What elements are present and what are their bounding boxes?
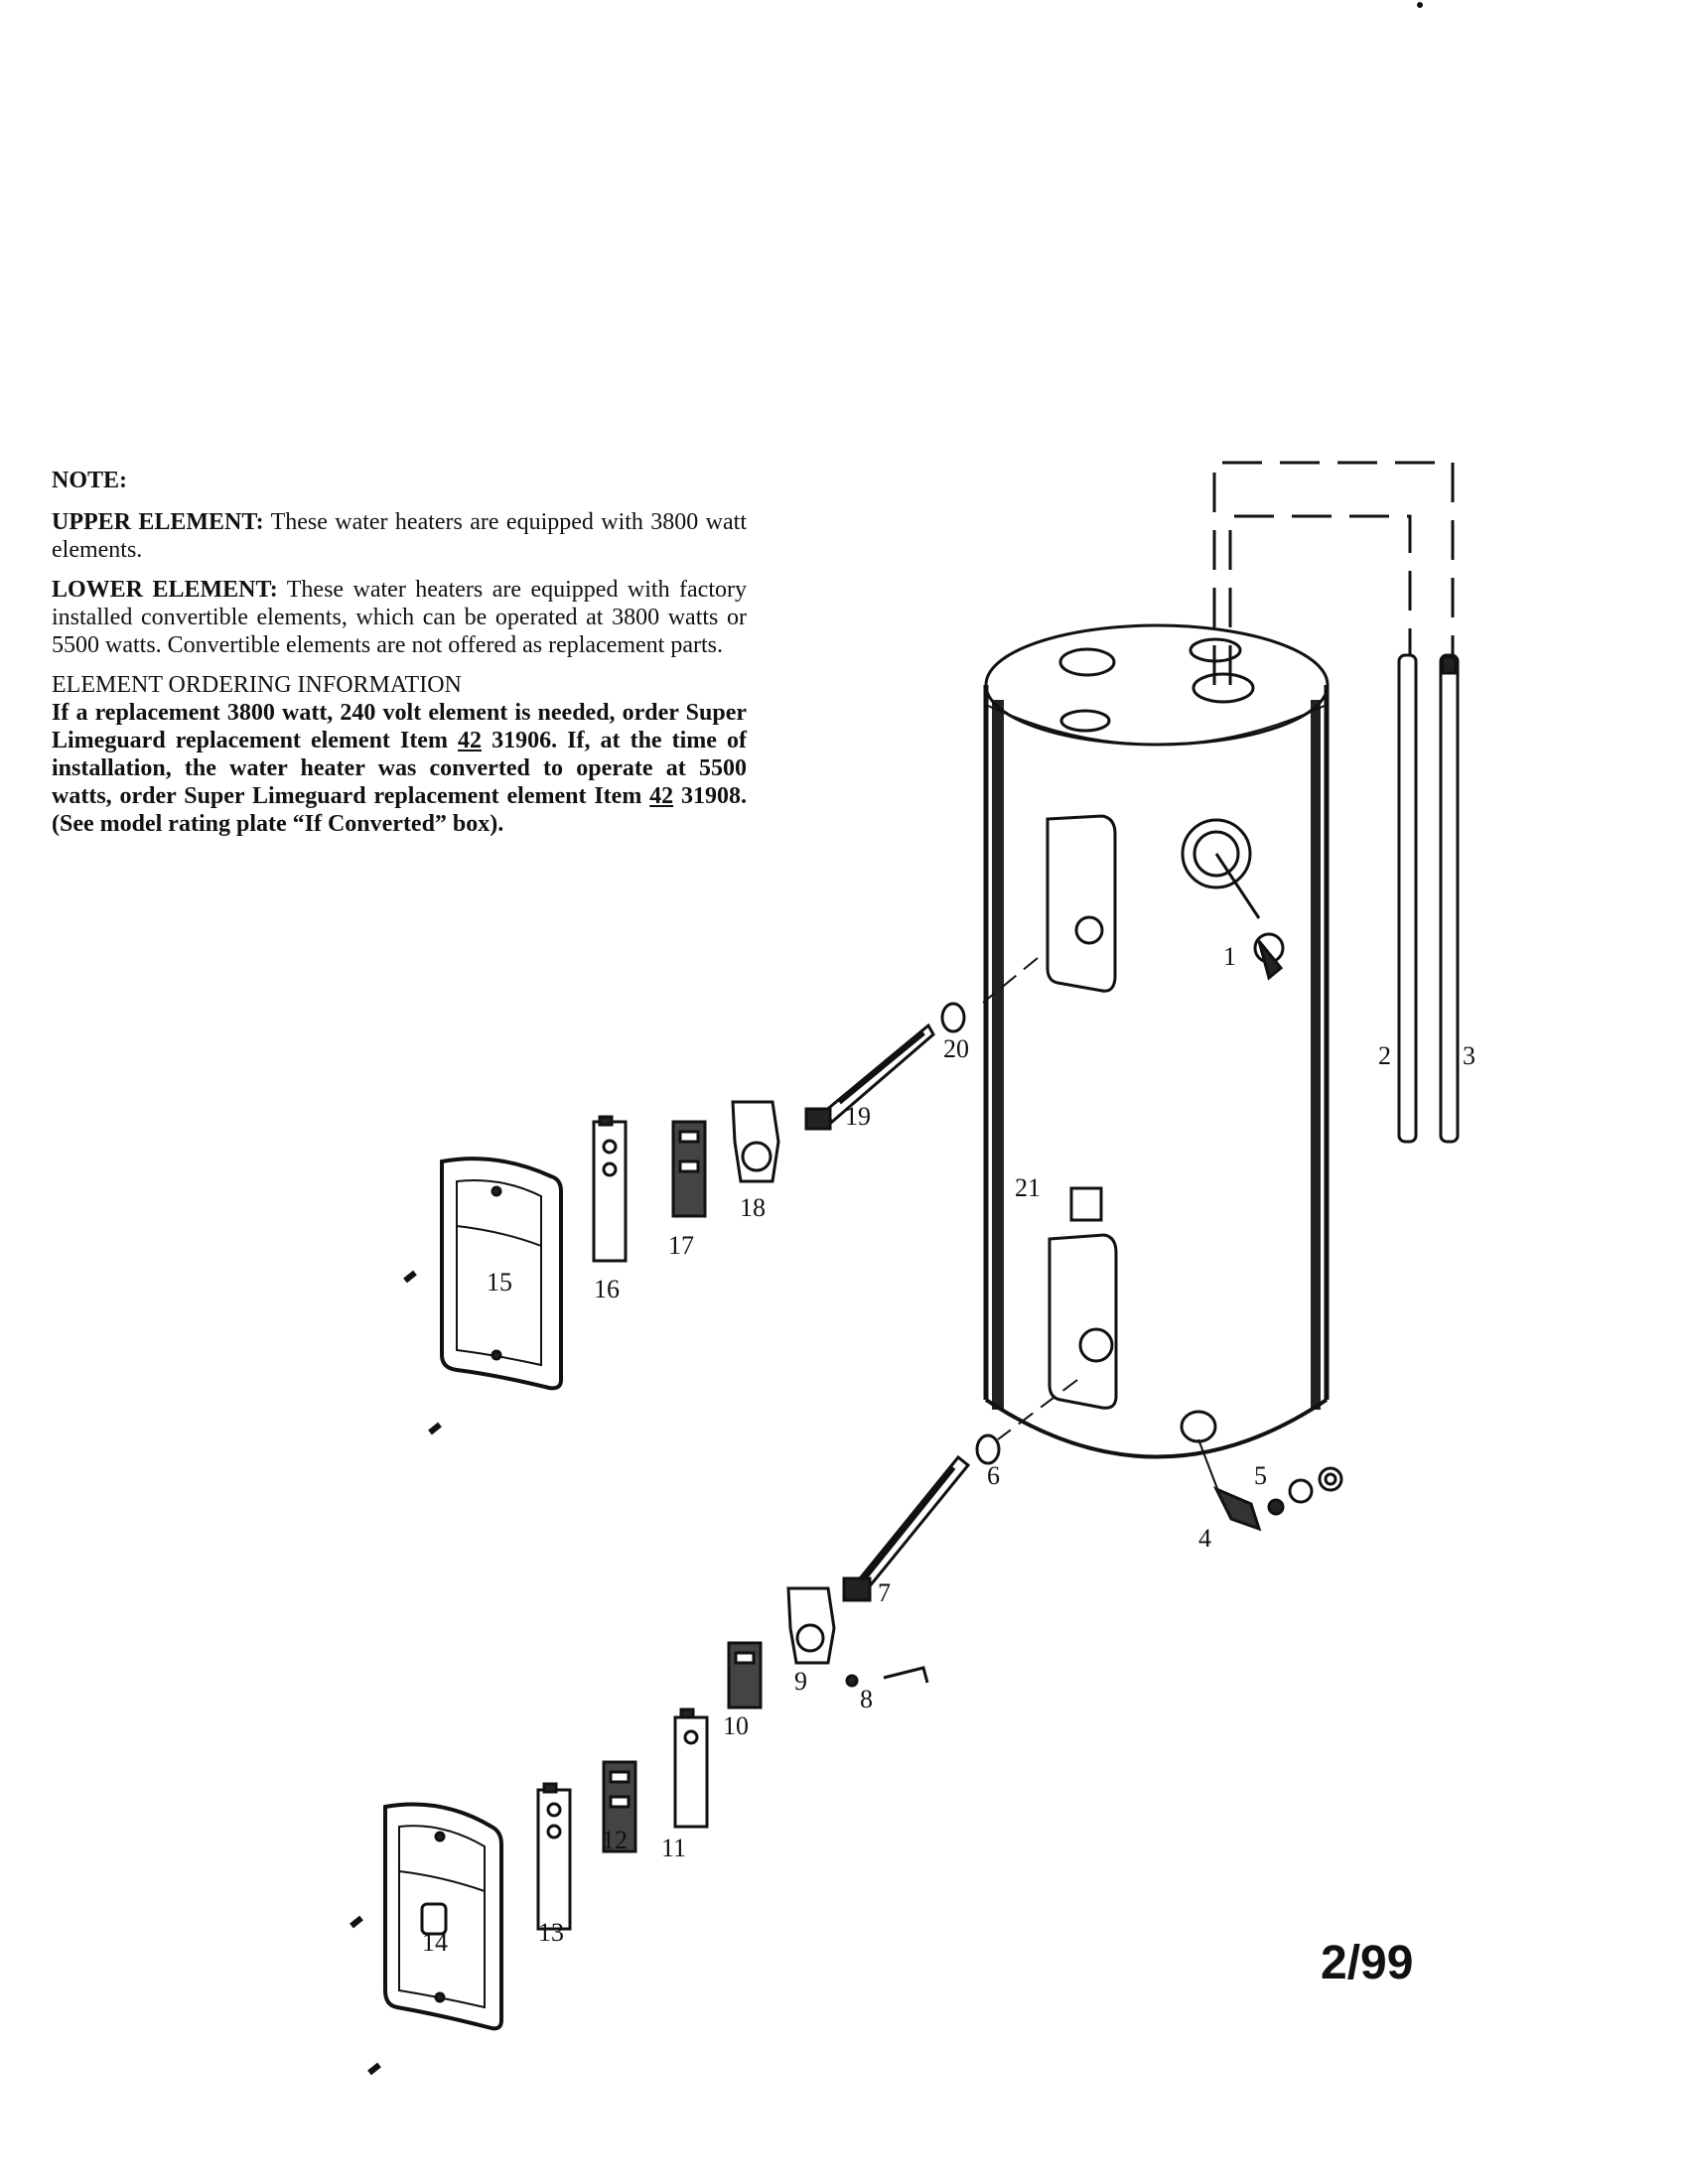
callout-2: 2 [1378,1041,1391,1070]
part-17-thermostat [671,1120,707,1218]
part-14-access-cover [350,1802,503,2076]
item-number-2: 42 [649,783,674,809]
callout-16: 16 [594,1275,620,1303]
callout-18: 18 [740,1193,766,1222]
callout-7: 7 [878,1578,891,1607]
part-6-gasket [975,1379,1078,1465]
part-11-insulation [673,1707,709,1829]
note-block: NOTE: UPPER ELEMENT: These water heaters… [52,467,747,838]
part-13-insulation [536,1782,572,1931]
part-10-thermostat [727,1641,763,1709]
page-number: 2/99 [1321,1937,1414,1989]
note-heading: NOTE: [52,468,128,493]
upper-element-text: These water heaters are equipped with 38… [52,509,747,563]
part-3-anode-rod [1439,653,1460,1144]
part-7-lower-element [842,1454,971,1602]
item-number-1: 42 [458,728,483,753]
ordering-info: ELEMENT ORDERING INFORMATION If a replac… [52,671,747,838]
callout-8: 8 [860,1685,873,1713]
callout-1: 1 [1223,942,1236,971]
callout-3: 3 [1463,1041,1475,1070]
ordering-heading: ELEMENT ORDERING INFORMATION [52,672,462,698]
callout-13: 13 [538,1918,564,1947]
water-heater-tank [983,623,1330,1459]
part-19-upper-element [804,1023,935,1131]
part-8-clip [845,1666,929,1688]
dashed-leader-lines [1212,461,1455,685]
callout-20: 20 [943,1034,969,1063]
lower-element-text: These water heaters are equipped with fa… [52,577,747,658]
upper-element-label: UPPER ELEMENT: [52,509,264,535]
callout-6: 6 [987,1461,1000,1490]
callout-15: 15 [487,1268,512,1297]
stray-mark [1417,2,1423,8]
part-20-gasket [940,957,1039,1033]
callout-10: 10 [723,1711,749,1740]
lower-element-label: LOWER ELEMENT: [52,577,278,603]
callout-5: 5 [1254,1461,1267,1490]
callout-9: 9 [794,1667,807,1696]
part-18-bracket [731,1100,780,1183]
ordering-text-1: If a replacement 3800 watt, 240 volt ele… [52,700,747,753]
part-2-anode-rod [1397,653,1418,1144]
callout-14: 14 [422,1928,448,1957]
part-1-tp-valve [1214,853,1285,981]
part-5-drain-fittings [1267,1466,1343,1516]
callout-19: 19 [845,1102,871,1131]
part-16-insulation [592,1115,628,1263]
upper-element-note: UPPER ELEMENT: These water heaters are e… [52,508,747,564]
ordering-text-2: 31906. If, at the time of installation, … [52,728,747,809]
part-4-drain-valve [1197,1438,1262,1532]
callout-17: 17 [668,1231,694,1260]
part-9-bracket [786,1586,836,1665]
ordering-text-3: 31908. (See model rating plate “If Conve… [52,783,748,837]
part-callouts: 1 2 3 4 5 6 7 8 9 10 11 12 13 14 15 16 1… [422,942,1475,1957]
callout-21: 21 [1015,1173,1041,1202]
part-15-access-cover [403,1157,563,1435]
callout-11: 11 [661,1834,686,1862]
callout-4: 4 [1198,1524,1211,1553]
lower-element-note: LOWER ELEMENT: These water heaters are e… [52,576,747,659]
part-12-limit-control [602,1760,637,1853]
callout-12: 12 [602,1826,628,1854]
